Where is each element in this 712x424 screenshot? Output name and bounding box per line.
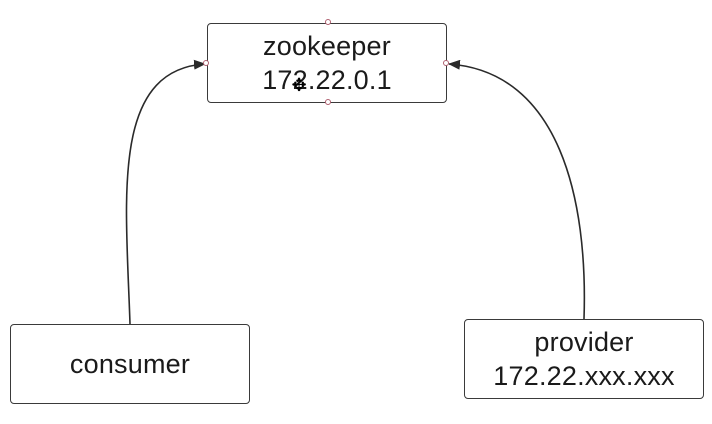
edge-consumer-to-zookeeper[interactable] (125, 59, 206, 325)
node-zookeeper[interactable]: zookeeper 172.22.0.1 (207, 23, 447, 103)
connection-handle-left[interactable] (203, 60, 209, 66)
node-provider-address: 172.22.xxx.xxx (493, 361, 675, 391)
connection-handle-bottom[interactable] (325, 99, 331, 105)
node-zookeeper-title: zookeeper (263, 31, 391, 61)
connection-handle-right[interactable] (443, 60, 449, 66)
node-consumer[interactable]: consumer (10, 324, 250, 404)
move-cursor-icon: ✥ (291, 75, 307, 96)
edge-provider-to-zookeeper[interactable] (448, 59, 586, 320)
connection-handle-top[interactable] (325, 19, 331, 25)
node-consumer-title: consumer (69, 349, 191, 379)
node-provider[interactable]: provider 172.22.xxx.xxx (464, 319, 704, 399)
node-provider-title: provider (534, 327, 634, 357)
node-zookeeper-address: 172.22.0.1 (262, 65, 392, 95)
